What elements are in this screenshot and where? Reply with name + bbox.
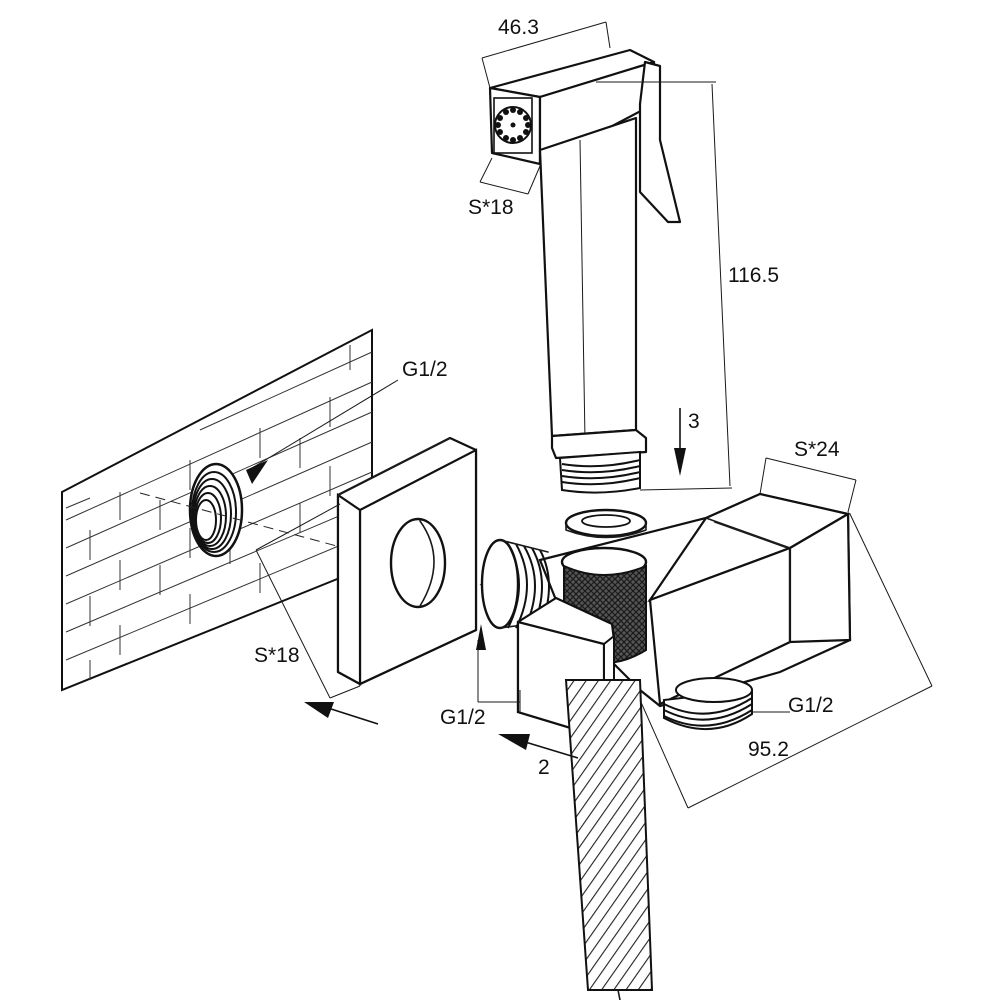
nozzle-holes-icon: [494, 106, 532, 144]
label-nozzle-size: S*18: [468, 196, 514, 219]
arrow-icon: [674, 408, 686, 476]
label-plate-size: S*18: [254, 644, 300, 667]
wall-pipe-thread: [188, 462, 244, 558]
sealing-washer: [564, 508, 648, 539]
arrow-icon: [304, 702, 379, 725]
handheld-sprayer: [488, 48, 682, 494]
label-handle-width: 46.3: [498, 16, 539, 39]
dimension-lines: [251, 21, 933, 809]
label-outlet-thread: G1/2: [788, 694, 834, 717]
label-step-2: 2: [538, 756, 550, 779]
label-valve-size: S*24: [794, 438, 840, 461]
label-inlet-thread: G1/2: [440, 706, 486, 729]
arrow-icon: [476, 624, 486, 650]
arrow-icon: [246, 460, 268, 484]
label-sprayer-length: 116.5: [728, 264, 779, 287]
braided-hose: [564, 679, 654, 1000]
label-valve-length: 95.2: [748, 738, 789, 761]
sprayer-thread: [558, 450, 641, 494]
wall-cover-plate: [336, 436, 478, 686]
arrow-icon: [498, 734, 579, 759]
label-wall-thread: G1/2: [402, 358, 448, 381]
label-step-3: 3: [688, 410, 700, 433]
outlet-thread: [663, 677, 753, 730]
